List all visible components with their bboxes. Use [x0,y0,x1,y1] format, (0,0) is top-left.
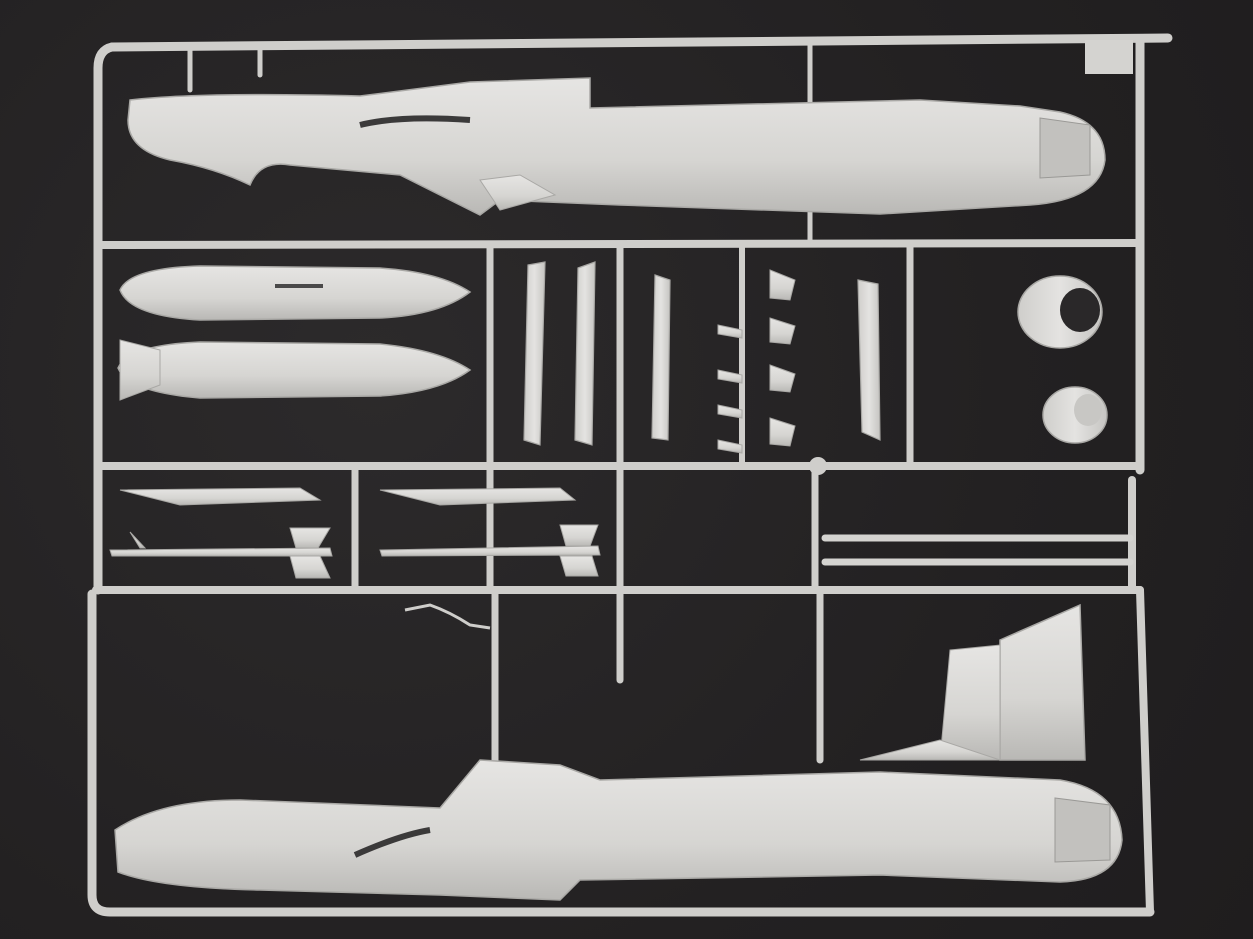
pylons-group [523,261,881,446]
exhaust-nozzle-large [1017,275,1103,349]
missile-rails-group [717,269,796,454]
small-detail-parts [404,457,827,630]
exhaust-nozzle-small [1042,386,1108,444]
rod-parts [821,534,1134,566]
drop-tank-upper [119,265,472,321]
drop-tank-lower [117,339,472,401]
sprue-tab [1085,40,1133,74]
upper-fuselage-half [127,77,1106,216]
lower-fuselage-half [114,603,1123,901]
missiles-left [109,487,333,579]
missiles-center [379,487,601,577]
